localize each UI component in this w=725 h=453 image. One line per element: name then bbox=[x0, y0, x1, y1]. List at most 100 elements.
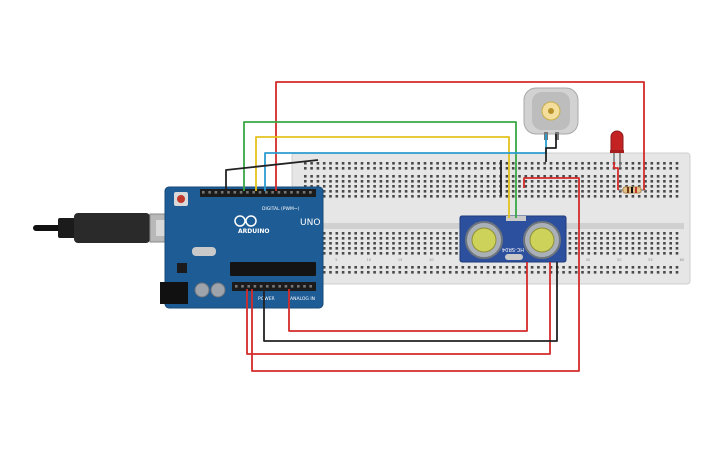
breadboard-hole bbox=[562, 167, 565, 170]
breadboard-hole bbox=[625, 162, 628, 165]
breadboard-hole bbox=[373, 237, 376, 240]
breadboard-hole bbox=[480, 175, 483, 178]
breadboard-hole bbox=[436, 190, 439, 193]
breadboard-hole bbox=[644, 232, 647, 235]
breadboard-hole bbox=[385, 266, 389, 269]
breadboard-hole bbox=[631, 242, 635, 245]
breadboard-hole bbox=[455, 271, 458, 274]
breadboard-hole bbox=[593, 167, 597, 170]
breadboard-hole bbox=[367, 167, 370, 170]
breadboard-hole bbox=[593, 237, 597, 240]
breadboard-hole bbox=[486, 162, 490, 165]
breadboard-hole bbox=[518, 195, 521, 198]
breadboard-hole bbox=[467, 167, 471, 170]
breadboard-hole bbox=[644, 175, 647, 178]
breadboard-hole bbox=[593, 190, 597, 193]
breadboard-hole bbox=[392, 237, 395, 240]
breadboard-hole bbox=[430, 167, 433, 170]
power-jack bbox=[160, 282, 188, 304]
breadboard-hole bbox=[329, 190, 332, 193]
breadboard-hole bbox=[392, 232, 395, 235]
digital-pin bbox=[290, 191, 293, 194]
breadboard-hole bbox=[562, 271, 565, 274]
breadboard-hole bbox=[663, 237, 666, 240]
breadboard-hole bbox=[411, 266, 414, 269]
breadboard-hole bbox=[379, 180, 383, 183]
breadboard-hole bbox=[631, 252, 635, 255]
breadboard-hole bbox=[404, 252, 408, 255]
breadboard-hole bbox=[360, 195, 364, 198]
breadboard-hole bbox=[455, 185, 458, 188]
breadboard-hole bbox=[335, 167, 339, 170]
breadboard-hole bbox=[644, 271, 647, 274]
breadboard-hole bbox=[360, 232, 364, 235]
breadboard-hole bbox=[505, 266, 509, 269]
breadboard-hole bbox=[581, 190, 584, 193]
breadboard-hole bbox=[354, 185, 357, 188]
breadboard-hole bbox=[367, 242, 370, 245]
breadboard-hole bbox=[442, 180, 446, 183]
breadboard-hole bbox=[637, 232, 641, 235]
arduino-logo-icon bbox=[234, 215, 257, 227]
breadboard-hole bbox=[480, 190, 483, 193]
breadboard-hole bbox=[310, 167, 313, 170]
breadboard-hole bbox=[448, 247, 452, 250]
breadboard-hole bbox=[644, 190, 647, 193]
breadboard-hole bbox=[656, 190, 660, 193]
breadboard-hole bbox=[341, 195, 345, 198]
breadboard-hole bbox=[568, 180, 572, 183]
breadboard-hole bbox=[360, 162, 364, 165]
breadboard-hole bbox=[511, 190, 515, 193]
breadboard-hole bbox=[568, 195, 572, 198]
breadboard-hole bbox=[430, 180, 433, 183]
breadboard-hole bbox=[373, 247, 376, 250]
breadboard-hole bbox=[461, 266, 465, 269]
breadboard-hole bbox=[518, 266, 521, 269]
breadboard-hole bbox=[348, 180, 351, 183]
breadboard-hole bbox=[593, 252, 597, 255]
breadboard-hole bbox=[379, 167, 383, 170]
breadboard-hole bbox=[417, 266, 420, 269]
breadboard-hole bbox=[612, 185, 616, 188]
breadboard-hole bbox=[543, 162, 546, 165]
breadboard-hole bbox=[543, 271, 546, 274]
digital-pin bbox=[233, 191, 237, 194]
arduino-uno-board: UNO ARDUINO DIGITAL (PWM~) POWER ANALOG … bbox=[160, 186, 324, 309]
breadboard-hole bbox=[637, 175, 641, 178]
breadboard-hole bbox=[606, 180, 609, 183]
breadboard-hole bbox=[354, 266, 357, 269]
breadboard-hole bbox=[341, 247, 345, 250]
breadboard-hole bbox=[549, 175, 553, 178]
power-analog-pin bbox=[272, 285, 275, 288]
breadboard-hole bbox=[493, 195, 496, 198]
breadboard-hole bbox=[650, 266, 654, 269]
breadboard-hole bbox=[354, 167, 357, 170]
breadboard-hole bbox=[442, 247, 446, 250]
breadboard-hole bbox=[637, 162, 641, 165]
breadboard-hole bbox=[505, 162, 509, 165]
breadboard-hole bbox=[606, 195, 609, 198]
breadboard-hole bbox=[322, 242, 326, 245]
breadboard-hole bbox=[480, 195, 483, 198]
breadboard-hole bbox=[574, 190, 578, 193]
breadboard-hole bbox=[373, 180, 376, 183]
breadboard-hole bbox=[404, 175, 408, 178]
breadboard-hole bbox=[606, 167, 609, 170]
breadboard-hole bbox=[329, 266, 332, 269]
breadboard-hole bbox=[581, 237, 584, 240]
breadboard-hole bbox=[423, 162, 427, 165]
breadboard-hole bbox=[367, 252, 370, 255]
breadboard-hole bbox=[669, 185, 672, 188]
breadboard-hole bbox=[373, 242, 376, 245]
breadboard-hole bbox=[392, 252, 395, 255]
power-analog-pin bbox=[290, 285, 294, 288]
breadboard-hole bbox=[637, 185, 641, 188]
breadboard-hole bbox=[656, 232, 660, 235]
breadboard-hole bbox=[461, 175, 465, 178]
breadboard-hole bbox=[322, 271, 326, 274]
digital-pin bbox=[246, 191, 249, 194]
breadboard-hole bbox=[417, 180, 420, 183]
breadboard-hole bbox=[360, 190, 364, 193]
power-analog-pin bbox=[303, 285, 306, 288]
breadboard-hole bbox=[625, 232, 628, 235]
